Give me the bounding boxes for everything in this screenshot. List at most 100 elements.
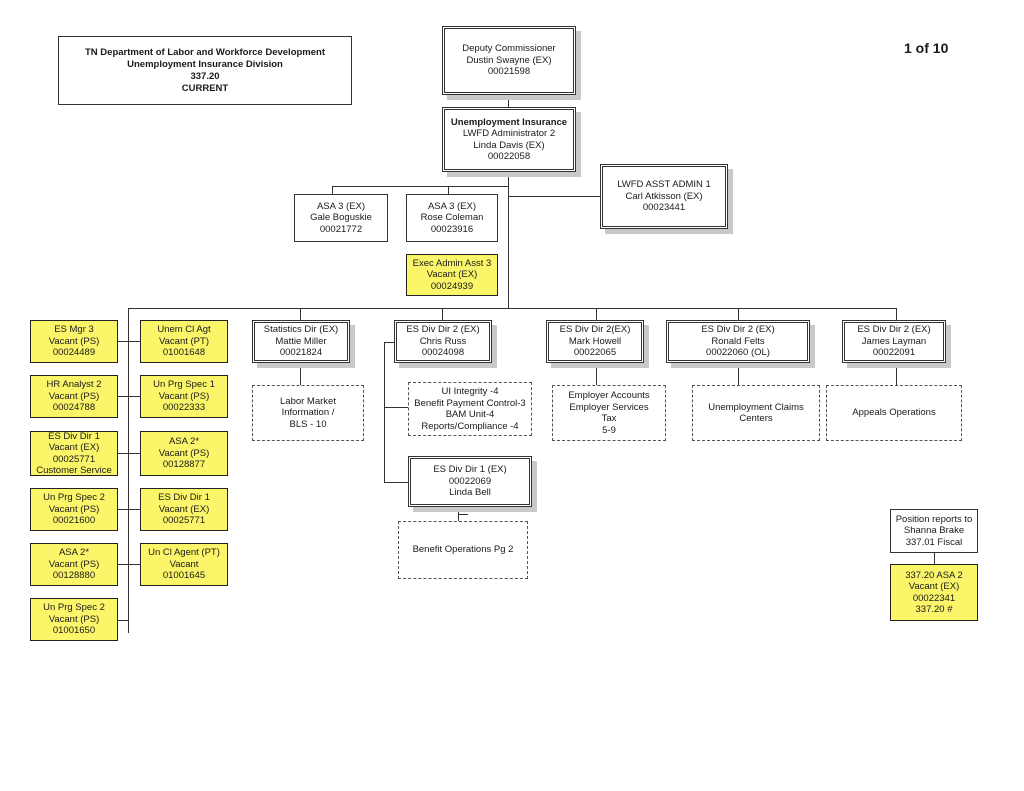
node-line: ASA 3 (EX) xyxy=(427,200,477,212)
node-line: Chris Russ xyxy=(419,335,467,347)
node-line: 00022341 xyxy=(912,592,956,604)
page-number: 1 of 10 xyxy=(904,40,949,56)
node-line: ES Div Dir 1 xyxy=(48,430,100,442)
connector xyxy=(596,308,597,320)
title-line: CURRENT xyxy=(181,82,229,94)
node-asa-2-fiscal: 337.20 ASA 2 Vacant (EX) 00022341 337.20… xyxy=(890,564,978,621)
node-line: 00022069 xyxy=(448,475,492,487)
node-line: 01001650 xyxy=(52,625,96,637)
node-line: Centers xyxy=(739,413,773,424)
node-line: ES Mgr 3 xyxy=(54,324,94,336)
node-linda-bell: ES Div Dir 1 (EX) 00022069 Linda Bell xyxy=(408,456,532,507)
title-line: TN Department of Labor and Workforce Dev… xyxy=(85,46,325,58)
node-line: 00022091 xyxy=(872,347,916,359)
node-statistics-dir: Statistics Dir (EX) Mattie Miller 000218… xyxy=(252,320,350,363)
node-line: Statistics Dir (EX) xyxy=(263,324,339,336)
node-line: Vacant (PS) xyxy=(158,390,210,402)
node-line: Vacant (EX) xyxy=(908,581,960,592)
reports-to-note: Position reports to Shanna Brake 337.01 … xyxy=(890,509,978,553)
title-line: Unemployment Insurance Division xyxy=(127,58,283,70)
connector xyxy=(118,341,140,342)
node-un-prg-spec-2-a: Un Prg Spec 2 Vacant (PS) 00021600 xyxy=(30,488,118,531)
node-line: 337.01 Fiscal xyxy=(905,536,963,548)
node-line: Vacant (PS) xyxy=(48,335,100,347)
node-hr-analyst-2: HR Analyst 2 Vacant (PS) 00024788 xyxy=(30,375,118,418)
node-es-div-dir-1-b: ES Div Dir 1 Vacant (EX) 00025771 xyxy=(140,488,228,531)
connector xyxy=(384,482,408,483)
connector xyxy=(896,308,897,320)
node-line: ES Div Dir 2(EX) xyxy=(559,324,631,336)
node-line: Vacant (PS) xyxy=(48,390,100,402)
node-line: Un Prg Spec 2 xyxy=(43,602,105,614)
node-line: Gale Boguskie xyxy=(310,212,372,224)
node-asa-gale: ASA 3 (EX) Gale Boguskie 00021772 xyxy=(294,194,388,242)
node-line: 00022060 (OL) xyxy=(706,347,770,359)
node-line: ES Div Dir 2 (EX) xyxy=(406,324,480,336)
node-line: Appeals Operations xyxy=(852,407,936,419)
node-line: Benefit Operations Pg 2 xyxy=(412,544,514,556)
node-line: Position reports to xyxy=(895,513,973,525)
connector xyxy=(118,453,140,454)
node-asa-2-a: ASA 2* Vacant (PS) 00128877 xyxy=(140,431,228,476)
node-unem-cl-agt: Unem Cl Agt Vacant (PT) 01001648 xyxy=(140,320,228,363)
node-line: Vacant (EX) xyxy=(158,503,210,515)
node-line: Linda Davis (EX) xyxy=(473,139,545,151)
node-line: ES Div Dir 1 (EX) xyxy=(433,464,507,476)
division-title-box: TN Department of Labor and Workforce Dev… xyxy=(58,36,352,105)
node-line: 00128877 xyxy=(162,459,206,471)
node-line: Unem Cl Agt xyxy=(157,324,211,336)
node-line: ES Div Dir 2 (EX) xyxy=(701,324,775,336)
node-line: Employer Accounts xyxy=(568,390,650,401)
node-line: 00021772 xyxy=(319,223,363,235)
connector xyxy=(384,407,408,408)
node-line: Un Prg Spec 1 xyxy=(153,379,215,391)
connector xyxy=(118,564,140,565)
node-line: Mark Howell xyxy=(568,335,622,347)
connector xyxy=(332,186,333,194)
node-line: Vacant (PS) xyxy=(48,558,100,570)
node-line: 01001645 xyxy=(162,570,206,582)
node-line: LWFD ASST ADMIN 1 xyxy=(617,179,711,191)
node-un-cl-agent-pt: Un Cl Agent (PT) Vacant 01001645 xyxy=(140,543,228,586)
connector xyxy=(448,186,449,194)
node-line: James Layman xyxy=(861,335,927,347)
node-line: Reports/Compliance -4 xyxy=(421,420,519,432)
node-line: Vacant (PS) xyxy=(158,447,210,459)
node-line: 00025771 xyxy=(162,515,206,527)
unit-benefit-operations: Benefit Operations Pg 2 xyxy=(398,521,528,579)
node-line: Vacant xyxy=(169,558,199,570)
node-asa-rose: ASA 3 (EX) Rose Coleman 00023916 xyxy=(406,194,498,242)
connector xyxy=(508,172,509,308)
unit-unemployment-claims-centers: Unemployment Claims Centers xyxy=(692,385,820,441)
node-line: Shanna Brake xyxy=(903,525,965,537)
connector xyxy=(896,363,897,385)
node-line: 00025771 xyxy=(52,453,96,465)
title-line: 337.20 xyxy=(190,70,220,82)
node-line: ASA 3 (EX) xyxy=(316,200,366,212)
connector xyxy=(738,308,739,320)
node-mark-howell: ES Div Dir 2(EX) Mark Howell 00022065 xyxy=(546,320,644,363)
node-line: Benefit Payment Control-3 xyxy=(414,397,526,409)
node-line: Unemployment Insurance xyxy=(450,116,568,128)
connector xyxy=(738,363,739,385)
node-ui-administrator: Unemployment Insurance LWFD Administrato… xyxy=(442,107,576,172)
node-line: Vacant (EX) xyxy=(48,442,100,453)
connector xyxy=(596,363,597,385)
node-asa-2-b: ASA 2* Vacant (PS) 00128880 xyxy=(30,543,118,586)
node-line: ASA 2* xyxy=(58,547,90,559)
node-un-prg-spec-2-b: Un Prg Spec 2 Vacant (PS) 01001650 xyxy=(30,598,118,641)
connector xyxy=(118,509,140,510)
node-line: Un Cl Agent (PT) xyxy=(148,547,220,559)
node-james-layman: ES Div Dir 2 (EX) James Layman 00022091 xyxy=(842,320,946,363)
node-line: Carl Atkisson (EX) xyxy=(625,190,703,202)
node-line: ASA 2* xyxy=(168,436,200,448)
node-line: Vacant (EX) xyxy=(426,269,478,281)
unit-ui-integrity: UI Integrity -4 Benefit Payment Control-… xyxy=(408,382,532,436)
node-line: Deputy Commissioner xyxy=(462,43,556,55)
node-es-div-dir-1-customer-service: ES Div Dir 1 Vacant (EX) 00025771 Custom… xyxy=(30,431,118,476)
node-line: Unemployment Claims xyxy=(708,401,804,413)
node-line: Customer Service xyxy=(36,465,112,476)
node-line: ES Div Dir 1 xyxy=(158,492,210,504)
node-un-prg-spec-1: Un Prg Spec 1 Vacant (PS) 00022333 xyxy=(140,375,228,418)
node-line: 00021600 xyxy=(52,515,96,527)
